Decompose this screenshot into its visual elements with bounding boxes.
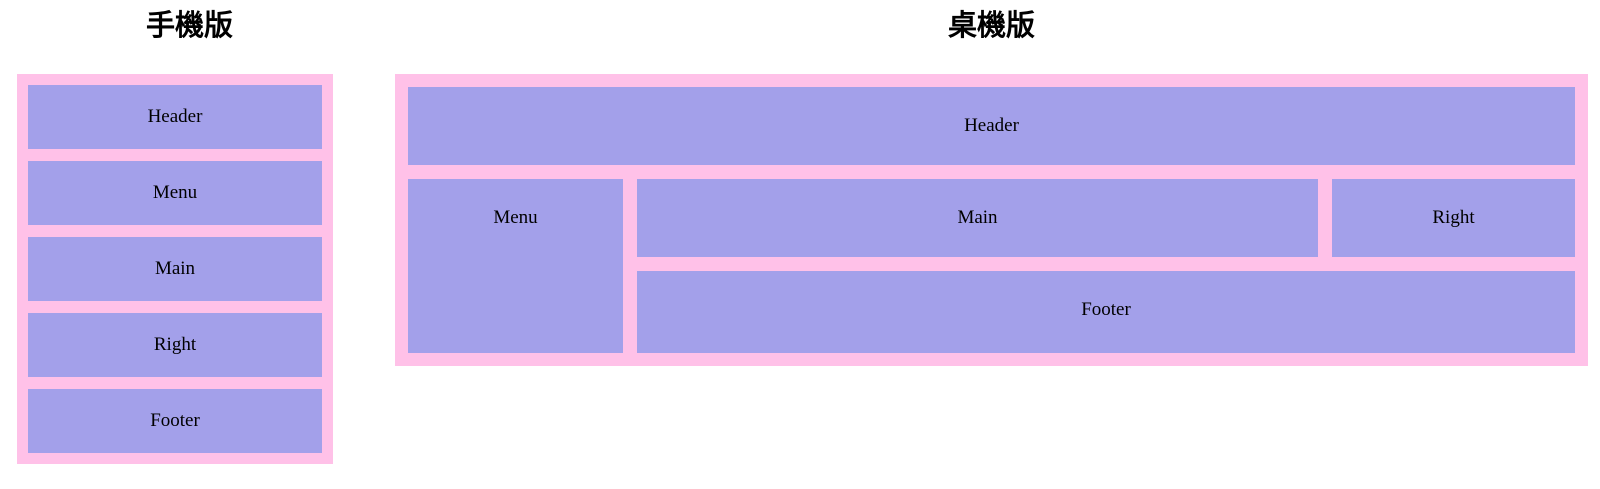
mobile-layout-container: Header Menu Main Right Footer: [17, 74, 333, 464]
desktop-menu-box: Menu: [408, 179, 623, 353]
desktop-layout-container: Header Menu Main Right Footer: [395, 74, 1588, 366]
desktop-main-box: Main: [637, 179, 1318, 257]
mobile-right-box: Right: [28, 313, 322, 377]
desktop-footer-box: Footer: [637, 271, 1575, 353]
desktop-right-box: Right: [1332, 179, 1575, 257]
mobile-menu-box: Menu: [28, 161, 322, 225]
desktop-header-box: Header: [408, 87, 1575, 165]
mobile-footer-box: Footer: [28, 389, 322, 453]
mobile-main-box: Main: [28, 237, 322, 301]
mobile-section-title: 手機版: [145, 10, 233, 42]
desktop-section-title: 桌機版: [947, 10, 1035, 42]
mobile-header-box: Header: [28, 85, 322, 149]
